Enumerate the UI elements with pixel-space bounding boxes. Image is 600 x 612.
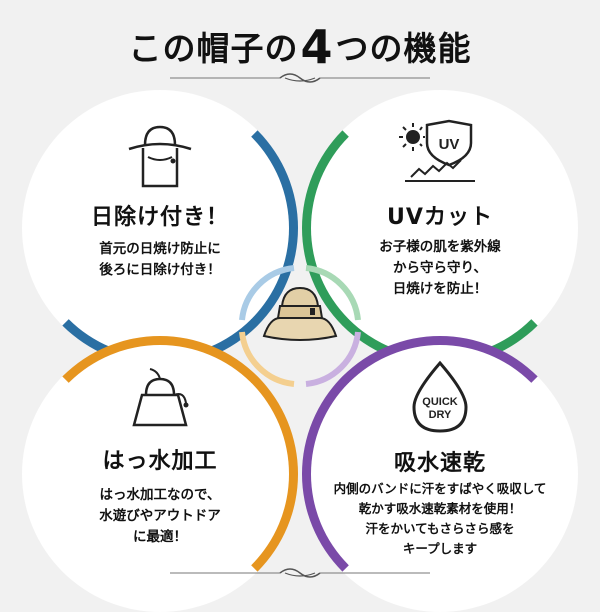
feature-card-uv-cut: UV UVカット お子様の肌を紫外線 から守ら守り、 日焼けを防止！ [302, 90, 578, 366]
title-number: 4 [300, 20, 334, 74]
svg-text:UV: UV [439, 136, 460, 153]
quick-dry-drop-icon: QUICK DRY [412, 360, 468, 433]
feature-description: 内側のバンドに汗をすばやく吸収して 乾かす吸水速乾素材を使用！ 汗をかいてもさら… [311, 479, 569, 559]
center-color-ring [239, 265, 361, 387]
feature-heading: はっ水加工 [102, 449, 218, 474]
description-line: に最適！ [133, 529, 187, 545]
feature-heading: 日除け付き！ [90, 205, 229, 230]
bucket-hat-icon [132, 368, 189, 427]
description-line: はっ水加工なので、 [99, 487, 221, 503]
title-after: つの機能 [335, 29, 472, 68]
description-line: 内側のバンドに汗をすばやく吸収して [333, 481, 547, 496]
page-title: この帽子の4つの機能 [0, 20, 600, 74]
description-line: 後ろに日除け付き！ [99, 262, 221, 278]
description-line: から守ら守り、 [393, 260, 487, 276]
feature-description: お子様の肌を紫外線 から守ら守り、 日焼けを防止！ [311, 237, 569, 300]
title-before: この帽子の [128, 29, 299, 68]
feature-description: はっ水加工なので、 水遊びやアウトドア に最適！ [31, 485, 289, 548]
feature-card-water-repellent: はっ水加工 はっ水加工なので、 水遊びやアウトドア に最適！ [22, 336, 298, 612]
description-line: 汗をかいてもさらさら感を [365, 521, 515, 536]
bottom-ornament-divider [170, 568, 430, 578]
uv-shield-icon: UV [399, 119, 475, 182]
svg-text:DRY: DRY [429, 409, 452, 421]
feature-heading: 吸水速乾 [393, 451, 486, 476]
feature-heading: UVカット [387, 205, 493, 230]
sun-shade-hat-icon [128, 125, 192, 188]
description-line: 水遊びやアウトドア [99, 508, 221, 524]
feature-description: 首元の日焼け防止に 後ろに日除け付き！ [31, 239, 289, 281]
description-line: 乾かす吸水速乾素材を使用！ [358, 501, 522, 516]
description-line: 日焼けを防止！ [392, 281, 488, 297]
svg-text:QUICK: QUICK [422, 396, 458, 408]
feature-card-quick-dry: QUICK DRY 吸水速乾 内側のバンドに汗をすばやく吸収して 乾かす吸水速乾… [302, 336, 578, 612]
beige-bucket-hat-icon [262, 286, 338, 341]
top-ornament-divider [170, 73, 430, 83]
description-line: キープします [402, 541, 478, 556]
description-line: お子様の肌を紫外線 [379, 239, 501, 255]
description-line: 首元の日焼け防止に [99, 241, 221, 257]
